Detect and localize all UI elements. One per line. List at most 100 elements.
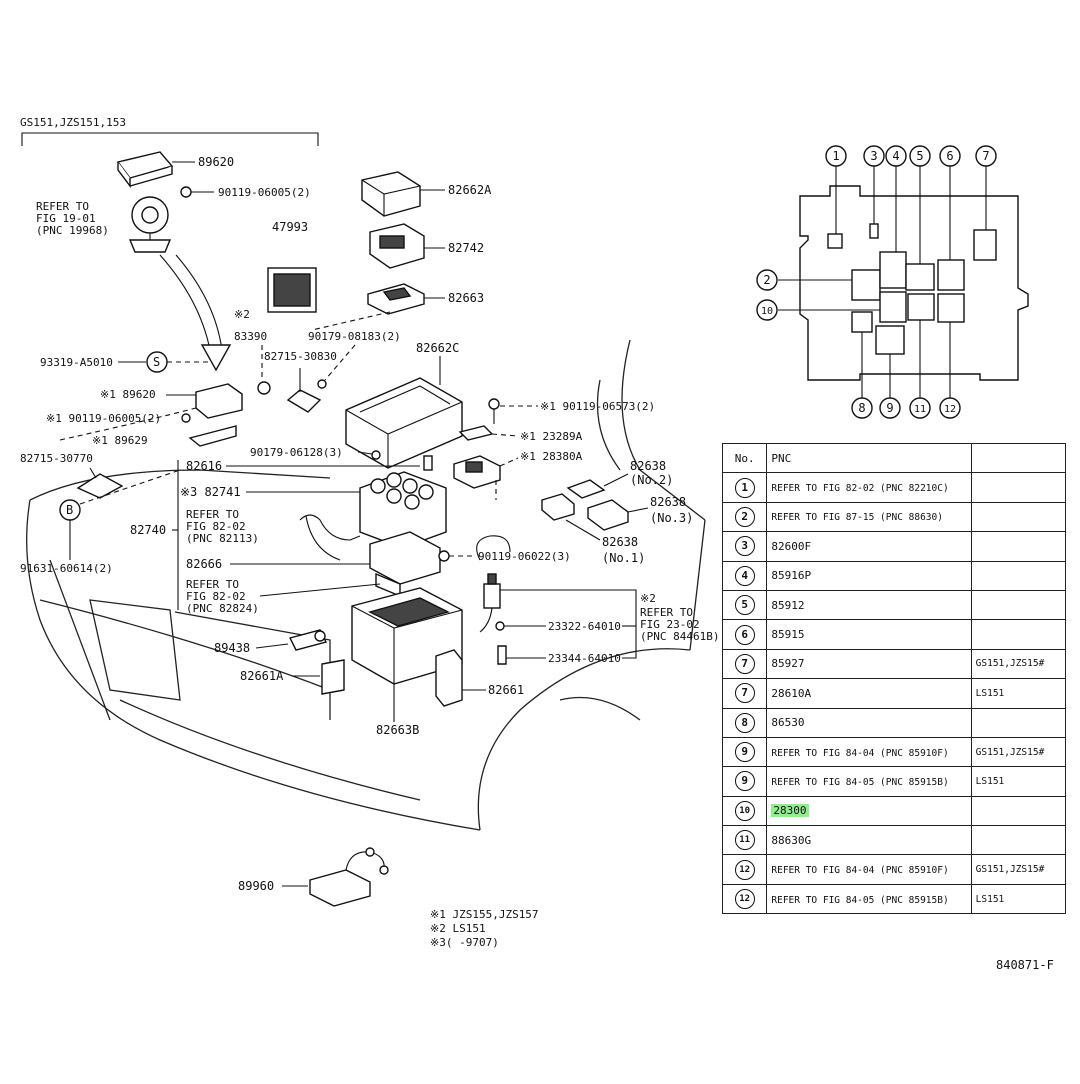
relay-pos-5: 5 (916, 149, 923, 163)
relay-pos-10: 10 (761, 306, 773, 317)
figure-code: 840871-F (996, 958, 1054, 972)
pnc-text: 82600F (771, 539, 812, 553)
clamp-82715-30830-part (286, 389, 322, 413)
pnc-cell: 85915 (766, 619, 972, 650)
callout-ls151-mark-b: ※2 (640, 592, 656, 605)
callout-82663: 82663 (448, 291, 484, 305)
pnc-cell: 85916P (766, 560, 972, 591)
callout-82616: 82616 (186, 459, 222, 473)
wire-harness-82740-part (299, 514, 361, 541)
circled-number: 7 (734, 653, 755, 674)
callout-jzs-23289a: ※1 23289A (520, 430, 583, 443)
callout-82663b: 82663B (376, 723, 419, 737)
row-number-cell: 8 (721, 707, 768, 738)
applicability-cell (970, 589, 1067, 621)
sensor-83390-icon (257, 381, 271, 395)
callout-89960: 89960 (238, 879, 274, 893)
callout-89438: 89438 (214, 641, 250, 655)
table-row: 5 85912 (721, 589, 1067, 621)
refer-fig19-line1: REFER TO (36, 200, 89, 213)
bracket-89629-part (188, 425, 237, 447)
pnc-text: REFER TO FIG 87-15 (PNC 88630) (771, 512, 943, 524)
callout-82638-no3-sub: (No.3) (650, 511, 693, 525)
refer-fig82-b-line3: (PNC 82824) (186, 602, 259, 615)
pnc-text: 88630G (771, 833, 812, 847)
relay-pos-9: 9 (886, 401, 893, 415)
pnc-text: 85916P (771, 569, 812, 583)
pnc-cell: 86530 (766, 707, 972, 738)
footnote-1: ※1 JZS155,JZS157 (430, 908, 539, 921)
circled-number: 4 (734, 565, 755, 586)
relay-block-82741-part (359, 471, 447, 549)
pnc-cell: 88630G (766, 825, 972, 856)
applicability-cell (970, 619, 1067, 650)
footnote-3: ※3( -9707) (430, 936, 499, 949)
callout-82661: 82661 (488, 683, 524, 697)
row-number-cell: 6 (721, 619, 768, 650)
row-number-cell: 12 (721, 883, 768, 915)
junction-block-82666-part (369, 531, 441, 598)
pnc-cell: REFER TO FIG 84-04 (PNC 85910F) (766, 854, 972, 885)
callout-91631-60614: 91631-60614(2) (20, 562, 113, 575)
circled-number: 5 (734, 595, 755, 616)
circled-number: 6 (734, 624, 755, 645)
callout-47993: 47993 (272, 220, 308, 234)
callout-82742: 82742 (448, 241, 484, 255)
ecu-jzs-89620-part (195, 383, 243, 419)
cover-82661-part (435, 649, 463, 707)
table-row: 12 REFER TO FIG 84-04 (PNC 85910F) GS151,J… (721, 854, 1067, 885)
relay-box-number-circles (756, 145, 997, 419)
curved-arrow-icon (159, 254, 211, 351)
pnc-text: 85912 (771, 598, 805, 612)
callout-82661a: 82661A (240, 669, 284, 683)
pnc-cell: 82600F (766, 531, 972, 562)
pnc-text: REFER TO FIG 84-05 (PNC 85915B) (771, 894, 949, 906)
refer-fig82-a-line1: REFER TO (186, 508, 239, 521)
row-number-cell: 9 (721, 766, 768, 797)
relay-28380a-part (453, 455, 501, 489)
callout-jzs-28380a: ※1 28380A (520, 450, 583, 463)
applicability-cell: LS151 (970, 883, 1067, 915)
callout-82638-no1: 82638 (602, 535, 638, 549)
relay-box-number-labels: 1 3 4 5 6 7 2 10 8 9 11 12 (761, 149, 990, 415)
refer-fig82-a-line3: (PNC 82113) (186, 532, 259, 545)
circled-number: 10 (734, 800, 755, 821)
row-number-cell: 7 (721, 648, 768, 680)
hose-23344-part (497, 645, 507, 665)
relay-pos-1: 1 (832, 149, 839, 163)
header-no: No. (721, 442, 768, 474)
holder-82663-part (367, 283, 425, 315)
circled-number: 12 (734, 889, 755, 910)
pnc-text: 28610A (771, 686, 812, 700)
circled-number: 8 (734, 712, 755, 733)
relay-pos-11: 11 (914, 404, 926, 415)
pnc-cell: 85912 (766, 589, 972, 621)
row-number-cell: 12 (721, 854, 768, 885)
table-row: 6 85915 (721, 619, 1067, 650)
row-number-cell: 9 (721, 736, 768, 768)
circled-number: 12 (734, 859, 755, 880)
callout-82638-no2: 82638 (630, 459, 666, 473)
callout-89620: 89620 (198, 155, 234, 169)
circled-number: 1 (734, 477, 755, 498)
relay-82742-part (369, 223, 425, 269)
pnc-text: REFER TO FIG 84-04 (PNC 85910F) (771, 865, 949, 877)
fusible-link-part (476, 535, 511, 633)
row-number-cell: 4 (721, 560, 768, 591)
s-marker-text: S (153, 355, 160, 369)
callout-lS151-mark: ※2 (234, 308, 250, 321)
pnc-text: 85927 (771, 657, 805, 671)
vehicle-body-outline (26, 339, 706, 831)
relay-pos-4: 4 (892, 149, 899, 163)
circled-number: 7 (734, 683, 755, 704)
pnc-cell: REFER TO FIG 87-15 (PNC 88630) (766, 501, 972, 533)
applicability-cell: GS151,JZS15# (970, 854, 1067, 885)
applicability-cell: GS151,JZS15# (970, 736, 1067, 768)
table-row: 8 86530 (721, 707, 1067, 738)
